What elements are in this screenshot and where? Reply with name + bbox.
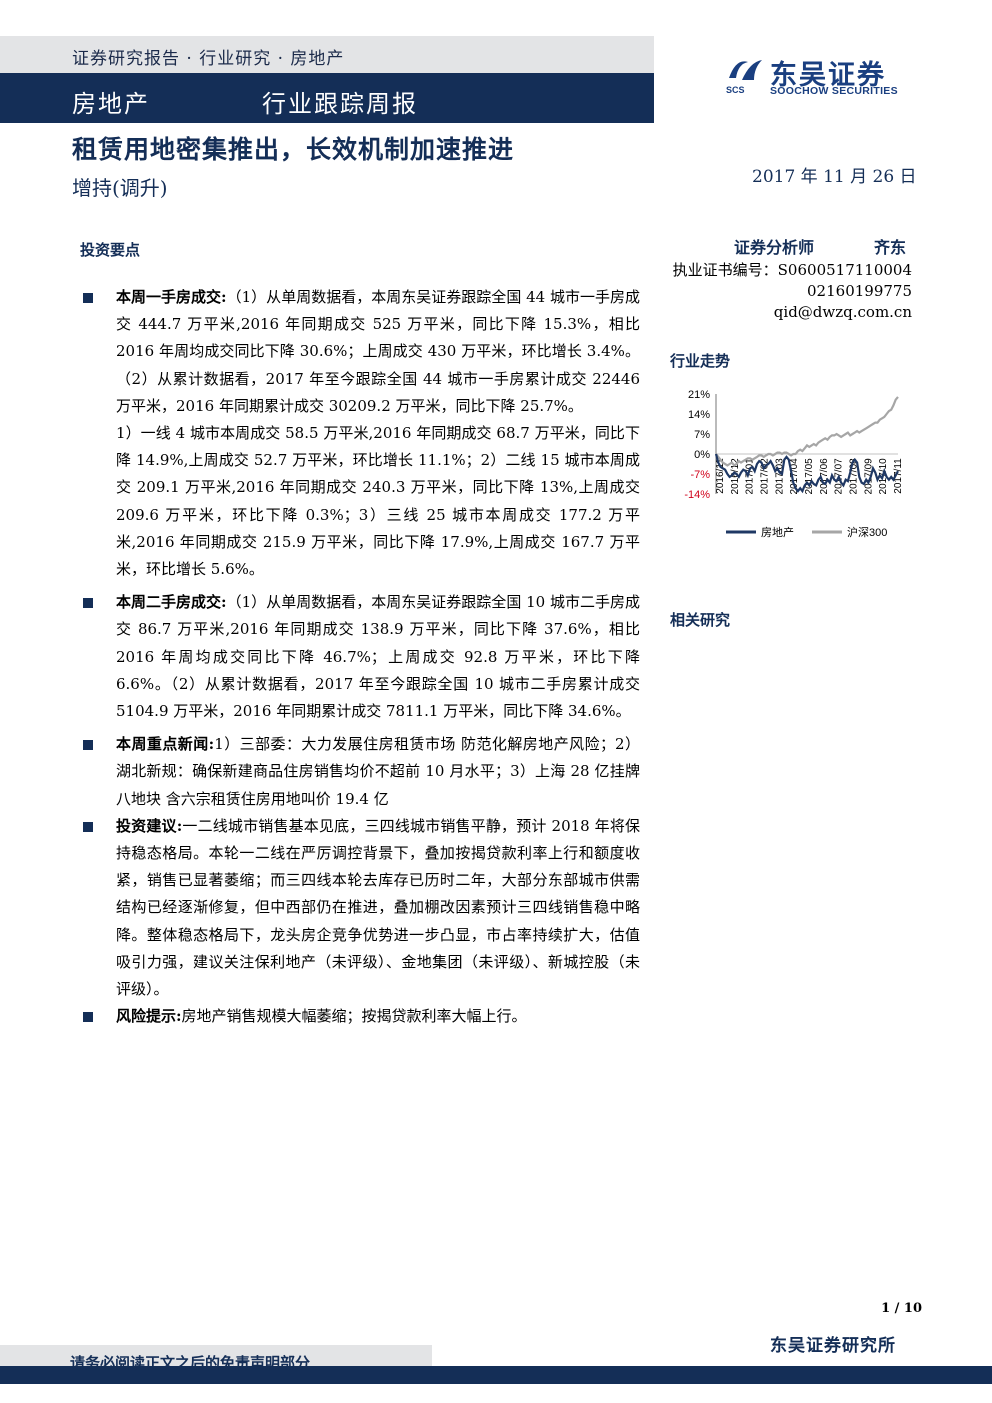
bullet-square-icon [83,1012,93,1023]
bullet-square-icon [83,821,93,832]
analyst-email[interactable]: qid@dwzq.com.cn [773,303,912,321]
analyst-contact: 执业证书编号：S0600517110004 02160199775 qid@dw… [673,260,912,323]
company-logo-icon [729,60,762,80]
header-breadcrumb-band [0,36,654,73]
related-research-label: 相关研究 [670,611,731,629]
trend-label: 行业走势 [670,352,731,370]
bullet-label: 本周重点新闻: [116,735,215,754]
footer-org: 东吴证券研究所 [770,1336,896,1356]
bullet-text: （1）从单周数据看，本周东吴证券跟踪全国 44 城市一手房成交 444.7 万平… [116,288,641,415]
investment-points: 本周一手房成交:（1）从单周数据看，本周东吴证券跟踪全国 44 城市一手房成交 … [80,284,640,1030]
analyst-cert: 执业证书编号：S0600517110004 [672,261,912,279]
bullet-new-home: 本周一手房成交:（1）从单周数据看，本周东吴证券跟踪全国 44 城市一手房成交 … [80,284,640,420]
bullet-square-icon [83,598,93,609]
bullet-news: 本周重点新闻:1）三部委：大力发展住房租赁市场 防范化解房地产风险；2）湖北新规… [80,731,640,813]
legend-label: 沪深300 [847,525,887,539]
bullet-text: （1）从单周数据看，本周东吴证券跟踪全国 10 城市二手房成交 86.7 万平米… [116,593,641,721]
industry-trend-chart: 21% 14% 7% 0% -7% -14% 2016/11 2016/12 2017/01 20… [684,389,904,539]
y-tick-label: -7% [690,469,710,481]
x-tick-label: 2017/11 [893,458,904,494]
x-tick-label: 2017/04 [789,458,800,495]
analyst-label: 证券分析师 [734,238,815,257]
logo-cn-text: 东吴证券 [770,60,886,91]
bullet-investment-advice: 投资建议:一二线城市销售基本见底，三四线城市销售平静，预计 2018 年将保持稳… [80,813,640,1003]
legend-label: 房地产 [761,525,794,539]
footer-navy-band [0,1366,992,1384]
y-tick-label: 21% [688,389,710,401]
bullet-risk: 风险提示:房地产销售规模大幅萎缩；按揭贷款利率大幅上行。 [80,1003,640,1030]
section-heading: 投资要点 [80,241,141,259]
bullet-label: 投资建议: [116,816,183,835]
y-tick-label: 14% [688,409,710,421]
bullet-square-icon [83,293,93,303]
page-number: 1 / 10 [881,1301,922,1316]
report-title: 租赁用地密集推出，长效机制加速推进 [72,135,515,164]
series-line-real-estate [714,453,899,494]
report-type-label: 行业跟踪周报 [262,90,418,118]
bullet-subtext: 1）一线 4 城市本周成交 58.5 万平米,2016 年同期成交 68.7 万… [116,424,640,579]
x-tick-label: 2016/12 [730,458,741,495]
sector-label: 房地产 [72,90,150,118]
x-tick-label: 2017/06 [819,458,830,495]
y-tick-label: 7% [694,429,710,441]
x-tick-label: 2016/11 [715,458,726,494]
bullet-text: 房地产销售规模大幅萎缩；按揭贷款利率大幅上行。 [181,1007,527,1026]
bullet-label: 本周一手房成交: [116,288,227,306]
y-tick-label: -14% [684,489,710,501]
disclaimer-note: 请务必阅读正文之后的免责声明部分 [70,1354,311,1372]
bullet-text: 1）三部委：大力发展住房租赁市场 防范化解房地产风险；2）湖北新规：确保新建商品… [116,735,641,808]
x-tick-label: 2017/05 [804,458,815,495]
bullet-label: 本周二手房成交: [116,593,227,612]
y-tick-label: 0% [694,449,710,461]
x-tick-label: 2017/09 [863,458,874,495]
bullet-square-icon [83,740,93,751]
x-tick-label: 2017/08 [849,458,860,495]
report-date: 2017 年 11 月 26 日 [752,167,917,187]
x-tick-label: 2017/01 [745,458,756,495]
logo-en-text: SOOCHOW SECURITIES [770,85,898,97]
bullet-text: 一二线城市销售基本见底，三四线城市销售平静，预计 2018 年将保持稳态格局。本… [116,816,640,999]
x-tick-label: 2017/03 [774,458,785,495]
logo-abbr-text: SCS [726,85,745,95]
x-tick-label: 2017/02 [760,458,771,495]
bullet-label: 风险提示: [116,1007,182,1026]
bullet-second-hand: 本周二手房成交:（1）从单周数据看，本周东吴证券跟踪全国 10 城市二手房成交 … [80,589,640,725]
header-title-band [0,73,654,123]
rating: 增持(调升) [72,176,168,200]
breadcrumb: 证券研究报告 · 行业研究 · 房地产 [72,49,345,69]
analyst-name: 齐东 [874,238,907,257]
analyst-phone: 02160199775 [807,282,912,300]
series-line-csi300 [715,396,899,467]
